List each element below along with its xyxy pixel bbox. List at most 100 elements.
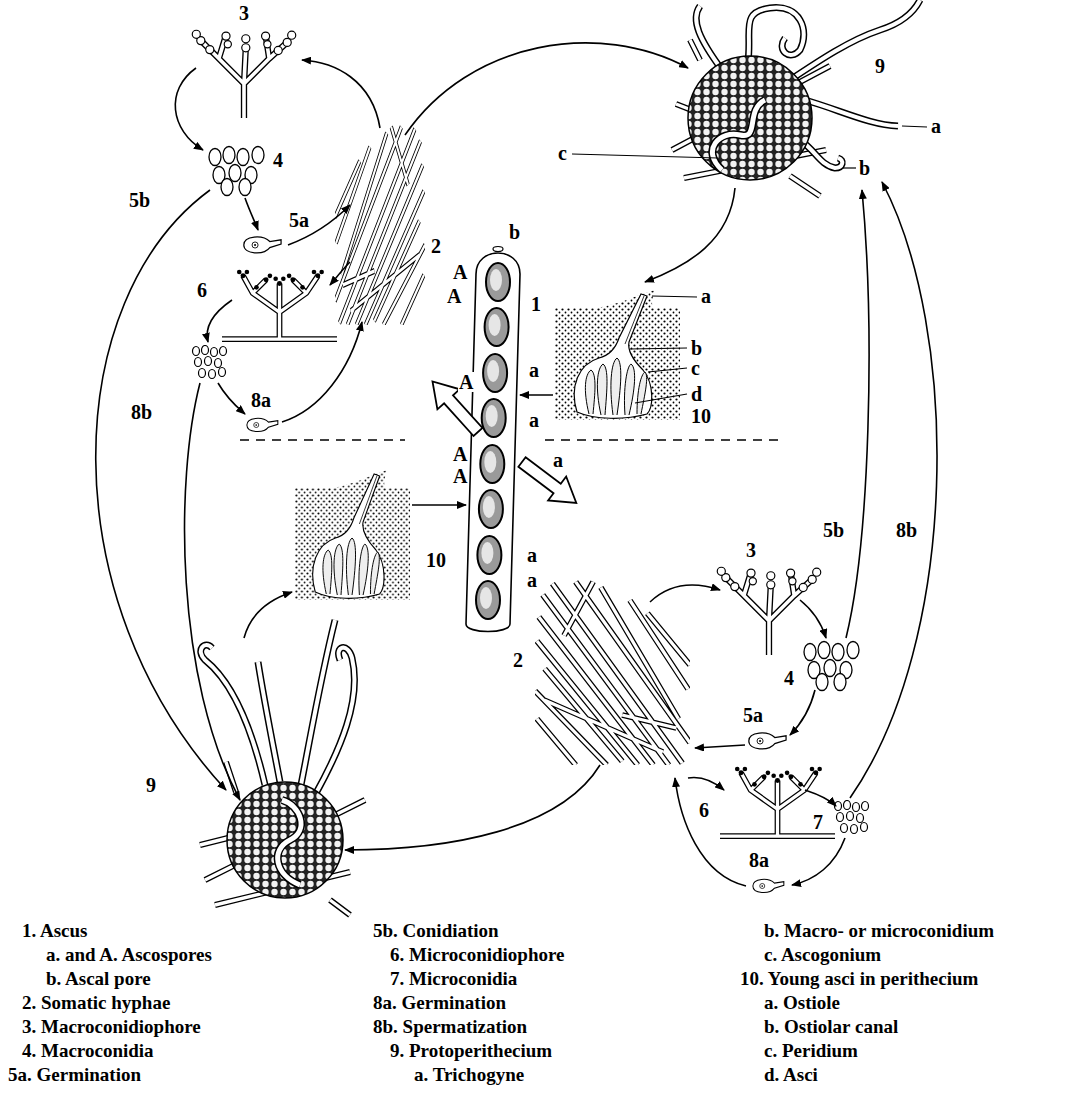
legend-entry: 5b. Conidiation <box>373 920 499 942</box>
cycle-arrows-part <box>650 585 720 602</box>
callout-number: 8b <box>130 402 153 422</box>
callout-number: 1 <box>530 294 542 314</box>
callout-number: c <box>690 358 701 378</box>
lower-cycle-stages-part <box>835 801 869 834</box>
cycle-arrows-part <box>288 205 350 245</box>
cycle-arrows-part <box>185 383 240 800</box>
legend-entry: 4. Macroconidia <box>22 1040 154 1062</box>
cycle-arrows-part <box>282 322 362 422</box>
callout-number: 10 <box>425 550 447 570</box>
legend-entry: 6. Microconidiophore <box>390 944 565 966</box>
legend-entry: b. Ascal pore <box>46 968 151 990</box>
cycle-arrows-part <box>207 300 232 342</box>
callout-number: 5a <box>288 210 310 230</box>
callout-number: c <box>557 143 568 163</box>
leader-lines-part <box>572 154 718 158</box>
protoperithecium-lower-part <box>227 782 343 898</box>
callout-number: A <box>452 262 468 282</box>
callout-number: 5a <box>742 705 764 725</box>
leader-lines-part <box>652 296 697 297</box>
legend-entry: 8b. Spermatization <box>373 1016 527 1038</box>
ascus-part-part <box>482 399 506 437</box>
callout-number: a <box>528 360 540 380</box>
cycle-arrows <box>96 43 937 886</box>
ascus-part-part <box>486 405 498 427</box>
callout-number: 6 <box>196 280 208 300</box>
cycle-arrows-part <box>800 600 826 638</box>
upper-cycle-stages-part <box>222 270 337 339</box>
ascus-part-part <box>479 490 503 528</box>
lower-cycle-stages-part-part <box>535 582 690 765</box>
legend-entry: 2. Somatic hyphae <box>22 992 170 1014</box>
callout-number: 10 <box>690 406 712 426</box>
callout-number: a <box>528 410 540 430</box>
ascus-part <box>476 263 510 619</box>
protoperithecium-lower-part <box>258 662 280 782</box>
cycle-arrows-part <box>805 790 836 806</box>
ascus-part-part <box>476 581 500 619</box>
legend-entry: 9. Protoperithecium <box>390 1040 552 1062</box>
upper-cycle-stages-part <box>335 127 425 325</box>
legend-entry: a. and A. Ascospores <box>46 944 212 966</box>
protoperithecium-lower-part <box>315 648 354 795</box>
upper-cycle-stages-part <box>193 346 227 379</box>
legend-entry: 7. Microconidia <box>390 968 517 990</box>
cycle-arrows-part <box>412 504 466 506</box>
protoperithecium-lower-part <box>200 762 365 915</box>
callout-number: A <box>452 466 468 486</box>
upper-cycle-stages <box>192 30 425 431</box>
callout-number: b <box>858 158 871 178</box>
protoperithecium-lower-part <box>278 800 301 885</box>
callout-number: 8a <box>748 850 770 870</box>
callout-number: 4 <box>783 668 795 688</box>
lower-cycle-stages-part <box>749 733 786 749</box>
cycle-arrows-part <box>302 60 380 128</box>
cycle-arrows-part <box>330 262 350 285</box>
ascus-part-part <box>477 536 501 574</box>
callout-number: 4 <box>272 150 284 170</box>
leader-lines-part <box>630 348 687 349</box>
protoperithecium-upper <box>672 0 920 196</box>
cycle-arrows-part <box>245 198 258 230</box>
ascus <box>466 247 520 632</box>
cycle-arrows-part <box>846 190 869 638</box>
cycle-arrows-part <box>175 68 203 150</box>
upper-cycle-stages-part <box>244 237 281 253</box>
ascus-part-part <box>483 354 507 392</box>
callout-number: A <box>446 286 462 306</box>
ascospore-arrows-part <box>513 450 585 515</box>
ascus-part-part <box>489 314 501 336</box>
legend-entry: 8a. Germination <box>373 992 506 1014</box>
ascus-part <box>466 253 520 632</box>
callout-number: 8b <box>895 520 918 540</box>
cycle-arrows-part <box>218 383 245 414</box>
lower-cycle-stages <box>535 567 869 892</box>
ascus-part-part <box>486 263 510 301</box>
callout-number: 2 <box>512 650 524 670</box>
callout-number: 8a <box>250 390 272 410</box>
protoperithecium-upper-part <box>672 40 830 196</box>
ascus-part-part <box>480 445 504 483</box>
legend-entry: a. Ostiole <box>764 992 840 1014</box>
protoperithecium-upper-part <box>696 6 722 70</box>
ascus-part-part <box>487 360 499 382</box>
ascus-part-part <box>480 587 492 609</box>
callout-number: 9 <box>145 775 157 795</box>
callout-number: A <box>452 444 468 464</box>
cycle-arrows-part <box>244 592 292 638</box>
protoperithecium-upper-part <box>688 56 812 180</box>
cycle-arrows-part <box>520 394 553 396</box>
cycle-arrows-part <box>688 778 724 791</box>
legend-entry: 10. Young asci in perithecium <box>740 968 978 990</box>
cycle-arrows-part <box>405 43 688 135</box>
cycle-arrows-part <box>96 190 226 790</box>
callout-number: 7 <box>812 812 824 832</box>
protoperithecium-lower-part <box>258 662 280 782</box>
protoperithecium-upper-part <box>805 100 898 126</box>
ascus-part <box>493 247 503 252</box>
protoperithecium-upper-part <box>712 100 765 170</box>
cycle-arrows-part <box>645 188 735 282</box>
leader-lines-part <box>843 167 856 168</box>
callout-number: 6 <box>698 800 710 820</box>
